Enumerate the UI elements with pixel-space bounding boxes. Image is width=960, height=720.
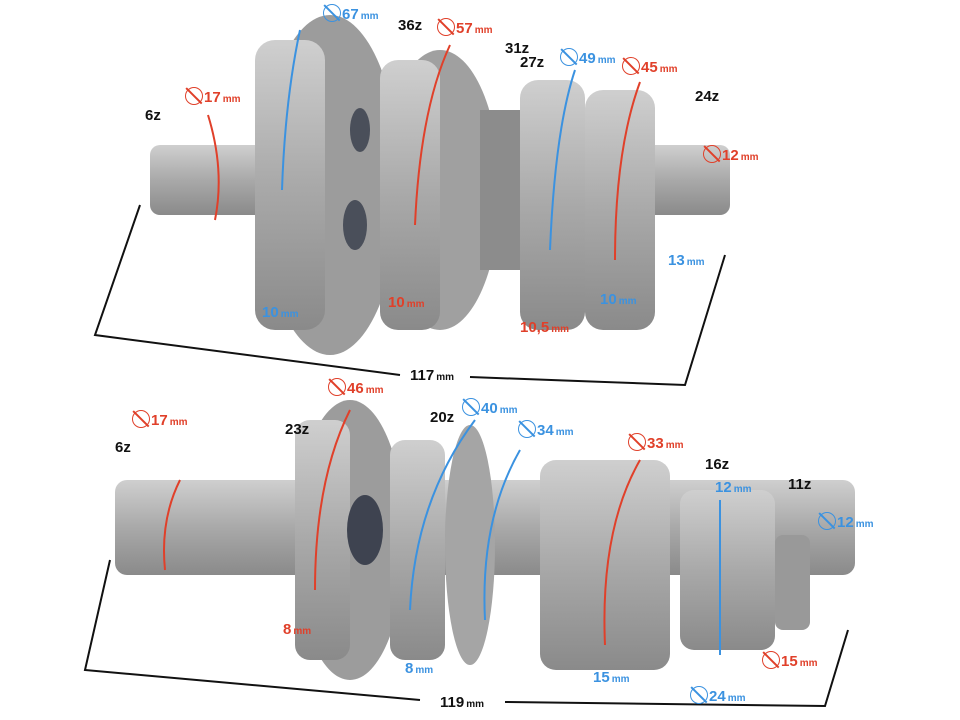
- diameter-icon: [185, 87, 203, 105]
- bottom-23-teeth-label: 23z: [285, 421, 310, 438]
- diameter-icon: [703, 145, 721, 163]
- top-length-line: [93, 204, 401, 376]
- diameter-icon: [690, 686, 708, 704]
- top-27-teeth-label: 27z: [520, 54, 545, 71]
- diameter-icon: [328, 378, 346, 396]
- diameter-icon: [518, 420, 536, 438]
- top-36-teeth-label: 36z: [398, 17, 423, 34]
- bottom-20-teeth-label: 20z: [430, 409, 455, 426]
- bottom-input-teeth-label: 6z: [115, 439, 131, 456]
- top-shaft: [150, 15, 730, 355]
- bottom-11-teeth-label: 11z: [788, 476, 812, 493]
- diameter-icon: [622, 57, 640, 75]
- bottom-shaft: [115, 400, 855, 680]
- diameter-icon: [762, 651, 780, 669]
- top-input-teeth-label: 6z: [145, 107, 161, 124]
- bottom-length-line-right: [504, 629, 849, 708]
- bottom-16-teeth-label: 16z: [705, 456, 730, 473]
- diameter-icon: [132, 410, 150, 428]
- diameter-icon: [560, 48, 578, 66]
- top-24-teeth-label: 24z: [695, 88, 720, 105]
- diameter-icon: [462, 398, 480, 416]
- diameter-icon: [818, 512, 836, 530]
- diameter-icon: [437, 18, 455, 36]
- bottom-length-line: [83, 559, 421, 701]
- diameter-icon: [323, 4, 341, 22]
- top-31-teeth-label: 31z: [505, 40, 530, 57]
- diameter-icon: [628, 433, 646, 451]
- top-length-line-right: [469, 254, 726, 387]
